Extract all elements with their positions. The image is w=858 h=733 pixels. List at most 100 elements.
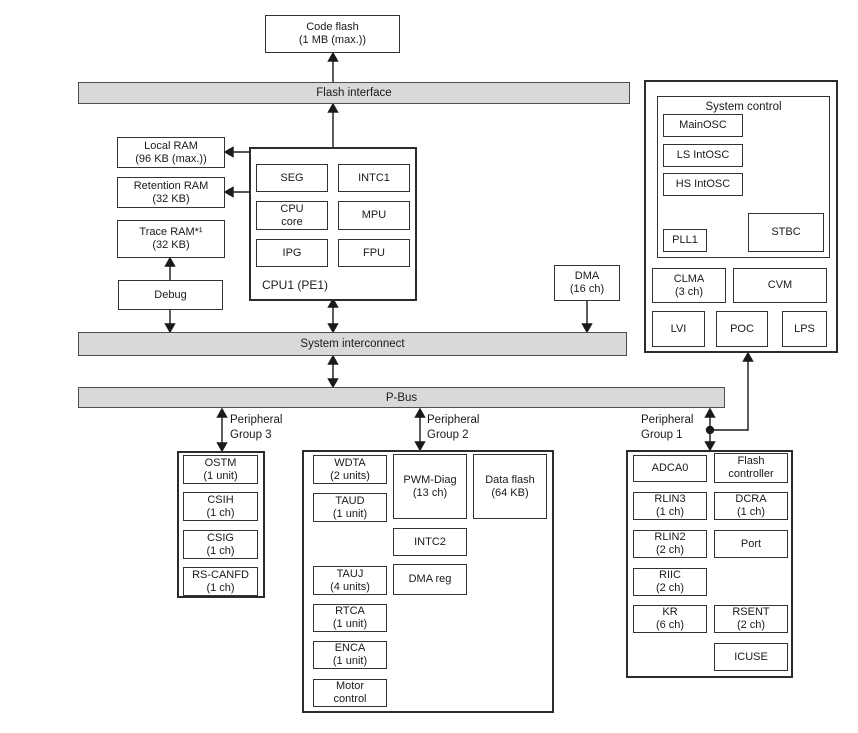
kr-line1: KR (662, 606, 678, 618)
kr-line2: (6 ch) (655, 619, 685, 631)
stbc-box: STBC (748, 213, 824, 252)
peripheral-group3-label-line1: Peripheral (230, 414, 283, 426)
port-box: Port (714, 530, 788, 558)
trace-ram-line1: Trace RAM*¹ (139, 226, 203, 238)
dcra-box: DCRA (1 ch) (714, 492, 788, 520)
lvi-box: LVI (652, 311, 705, 347)
flash-interface-label: Flash interface (316, 87, 392, 99)
intc2-box: INTC2 (393, 528, 467, 556)
csig-line1: CSIG (207, 531, 234, 544)
taud-box: TAUD (1 unit) (313, 493, 387, 522)
icuse-label: ICUSE (734, 650, 768, 663)
clma-line2: (3 ch) (674, 285, 704, 298)
arrow-pbus-group1 (704, 407, 716, 452)
pwm-diag-line1: PWM-Diag (403, 473, 457, 486)
enca-line1: ENCA (334, 642, 366, 654)
adca0-box: ADCA0 (633, 455, 707, 482)
rlin2-line1: RLIN2 (654, 531, 686, 543)
mainosc-box: MainOSC (663, 114, 743, 137)
intc1-label: INTC1 (358, 171, 390, 184)
rlin2-line2: (2 ch) (655, 544, 685, 556)
poc-label: POC (730, 322, 754, 335)
csih-line2: (1 ch) (206, 506, 235, 519)
arrow-systeminterconnect-pbus (327, 354, 339, 389)
arrow-cpu1-systeminterconnect (327, 297, 339, 334)
rs-canfd-box: RS-CANFD (1 ch) (183, 567, 258, 596)
mpu-box: MPU (338, 201, 410, 230)
code-flash-box: Code flash (1 MB (max.)) (265, 15, 400, 53)
taud-line2: (1 unit) (332, 507, 368, 520)
rtca-line2: (1 unit) (332, 618, 368, 630)
motor-control-line2: control (333, 693, 367, 705)
kr-box: KR (6 ch) (633, 605, 707, 633)
clma-line1: CLMA (673, 272, 705, 285)
ipg-label: IPG (282, 246, 302, 259)
csih-box: CSIH (1 ch) (183, 492, 258, 521)
debug-box: Debug (118, 280, 223, 310)
rsent-line1: RSENT (732, 606, 770, 618)
tauj-box: TAUJ (4 units) (313, 566, 387, 595)
fpu-label: FPU (363, 246, 385, 259)
p-bus: P-Bus (78, 387, 725, 408)
intc1-box: INTC1 (338, 164, 410, 192)
rtca-box: RTCA (1 unit) (313, 604, 387, 632)
ipg-box: IPG (256, 239, 328, 267)
seg-label: SEG (280, 171, 304, 184)
system-interconnect-label: System interconnect (300, 338, 405, 350)
peripheral-group1-label-line2: Group 1 (641, 429, 683, 441)
debug-label: Debug (154, 288, 187, 301)
mpu-label: MPU (361, 209, 387, 221)
fpu-box: FPU (338, 239, 410, 267)
flash-controller-box: Flash controller (714, 453, 788, 483)
arrow-cpu1-to-localram (223, 146, 249, 158)
poc-box: POC (716, 311, 768, 347)
arrow-cpu1-to-retentionram (223, 186, 249, 198)
adca0-label: ADCA0 (651, 462, 689, 474)
rlin3-line1: RLIN3 (654, 493, 686, 505)
cpu-core-line2: core (281, 215, 303, 228)
lps-label: LPS (794, 322, 815, 335)
pwm-diag-box: PWM-Diag (13 ch) (393, 454, 467, 519)
data-flash-line2: (64 KB) (491, 486, 529, 499)
wdta-line1: WDTA (334, 456, 366, 469)
arrow-pbus-group2 (414, 407, 426, 452)
rsent-line2: (2 ch) (736, 619, 766, 631)
riic-line2: (2 ch) (655, 582, 685, 594)
flash-interface-bus: Flash interface (78, 82, 630, 104)
peripheral-group1-container (626, 450, 793, 678)
riic-box: RIIC (2 ch) (633, 568, 707, 596)
system-interconnect-bus: System interconnect (78, 332, 627, 356)
rs-canfd-line1: RS-CANFD (192, 568, 249, 581)
local-ram-box: Local RAM (96 KB (max.)) (117, 137, 225, 168)
ostm-line1: OSTM (204, 456, 237, 469)
ostm-box: OSTM (1 unit) (183, 455, 258, 484)
trace-ram-box: Trace RAM*¹ (32 KB) (117, 220, 225, 258)
hs-intosc-box: HS IntOSC (663, 173, 743, 196)
dcra-line2: (1 ch) (736, 506, 766, 518)
pll1-label: PLL1 (672, 234, 698, 246)
system-control-title: System control (705, 101, 782, 113)
pwm-diag-line2: (13 ch) (412, 486, 448, 499)
arrow-pbus-group3 (216, 407, 228, 453)
ostm-line2: (1 unit) (203, 469, 238, 482)
arrow-flashinterface-to-codeflash (327, 51, 339, 82)
pll1-box: PLL1 (663, 229, 707, 252)
peripheral-group2-label: Peripheral Group 2 (427, 413, 479, 443)
lvi-label: LVI (670, 322, 687, 335)
dcra-line1: DCRA (735, 493, 767, 505)
peripheral-group3-label-line2: Group 3 (230, 429, 272, 441)
peripheral-group1-label-line1: Peripheral (641, 414, 694, 426)
retention-ram-line2: (32 KB) (152, 192, 190, 205)
csig-line2: (1 ch) (206, 544, 235, 557)
icuse-box: ICUSE (714, 643, 788, 671)
flash-controller-line2: controller (728, 468, 774, 480)
tauj-line2: (4 units) (330, 580, 370, 593)
rlin3-line2: (1 ch) (655, 506, 685, 518)
data-flash-line1: Data flash (485, 473, 535, 486)
arrow-cpu1-to-flashinterface (327, 102, 339, 147)
cpu-core-line1: CPU (280, 202, 304, 215)
cvm-label: CVM (767, 279, 793, 291)
rtca-line1: RTCA (335, 605, 365, 617)
lps-box: LPS (782, 311, 827, 347)
